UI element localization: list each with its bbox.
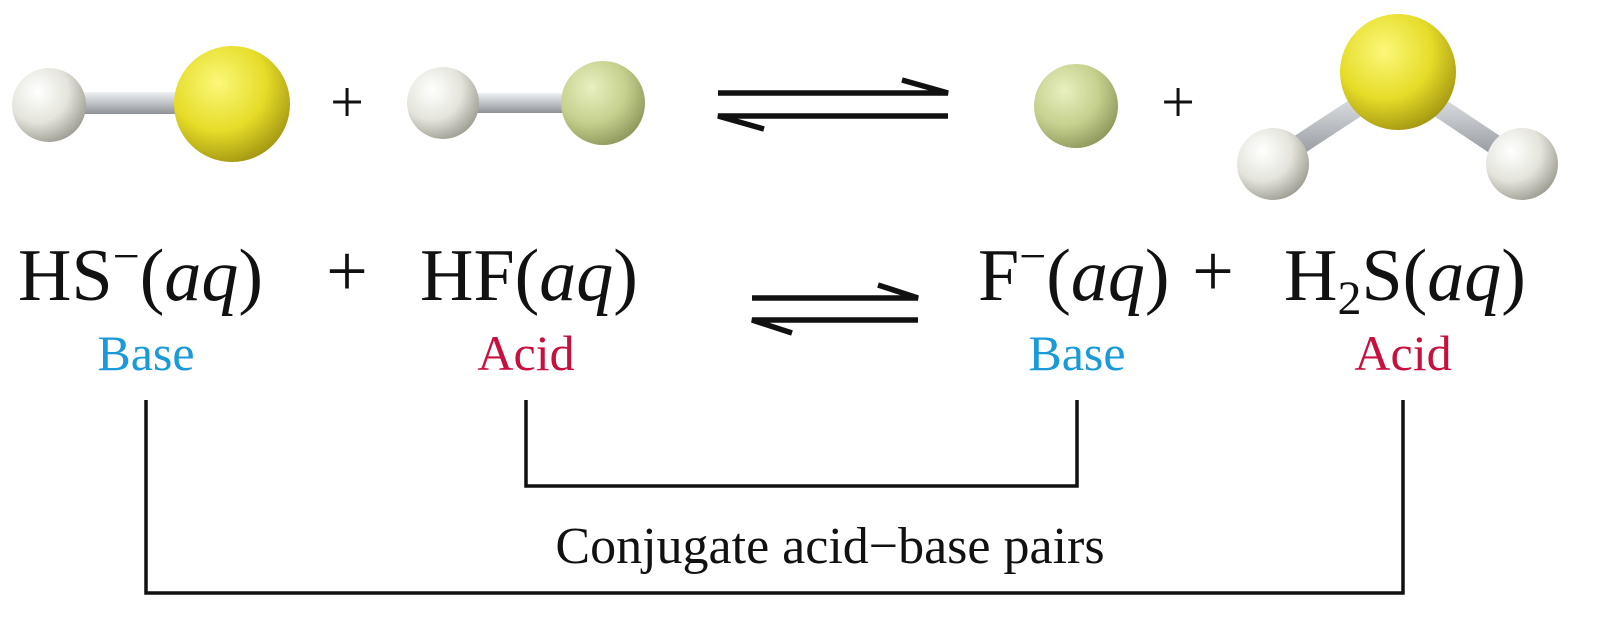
molecule-f-ion — [1034, 64, 1118, 148]
molecule-hs-ion — [12, 46, 290, 162]
conjugate-pairs-caption: Conjugate acid−base pairs — [555, 518, 1104, 575]
hs-bond — [80, 92, 190, 114]
plus-sign-equation-left: + — [326, 231, 368, 313]
hydrogen-atom — [407, 67, 479, 139]
hydrogen-atom-right — [1486, 128, 1558, 200]
plus-sign-molecules-left: + — [330, 69, 364, 135]
pair-bracket-inner — [524, 400, 1079, 488]
role-label-hs-minus: Base — [97, 325, 194, 381]
formula-hs-minus: HS−(aq) — [18, 230, 263, 317]
formula-f-minus: F−(aq) — [978, 230, 1170, 317]
molecule-hf — [407, 61, 645, 145]
formula-hf: HF(aq) — [420, 235, 638, 317]
fluorine-atom — [561, 61, 645, 145]
role-label-hf: Acid — [477, 325, 574, 381]
plus-sign-equation-right: + — [1192, 231, 1234, 313]
role-label-f-minus: Base — [1028, 325, 1125, 381]
equilibrium-arrows-molecules — [717, 77, 949, 132]
sulfur-atom — [1340, 14, 1456, 130]
sulfur-atom — [174, 46, 290, 162]
pair-bracket-outer — [144, 400, 1405, 595]
hydrogen-atom — [12, 68, 86, 142]
role-label-h2s: Acid — [1354, 325, 1451, 381]
formula-h2s: H2S(aq) — [1284, 235, 1526, 325]
equilibrium-arrows-equation — [751, 282, 919, 336]
hf-bond — [470, 93, 580, 113]
molecule-h2s — [1237, 14, 1558, 200]
hydrogen-atom-left — [1237, 128, 1309, 200]
fluorine-atom — [1034, 64, 1118, 148]
plus-sign-molecules-right: + — [1161, 69, 1195, 135]
